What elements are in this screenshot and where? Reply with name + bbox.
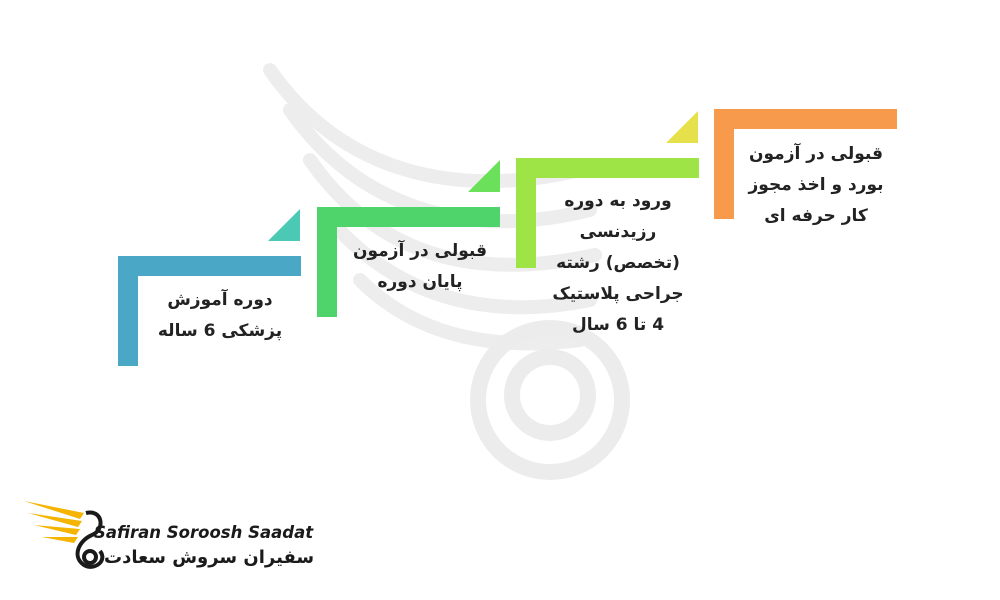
step-1-accent-triangle (268, 209, 300, 241)
step-3-top-bar (516, 158, 699, 178)
step-1-top-bar (118, 256, 301, 276)
step-3-label: ورود به دوره رزیدنسی (تخصص) رشته جراحی پ… (552, 191, 684, 335)
step-2-accent-triangle (468, 160, 500, 192)
step-4-top-bar (714, 109, 897, 129)
step-2-label: قبولی در آزمون پایان دوره (353, 241, 487, 292)
step-1-label: دوره آموزش پزشکی 6 ساله (157, 290, 283, 341)
step-4-side-bar (714, 109, 734, 219)
step-3-side-bar (516, 158, 536, 268)
step-1-side-bar (118, 256, 138, 366)
step-4-label: قبولی در آزمون بورد و اخذ مجوز کار حرفه … (748, 144, 884, 226)
step-3-accent-triangle (666, 111, 698, 143)
step-2-side-bar (317, 207, 337, 317)
company-logo: Safiran Soroosh Saadat سفیران سروش سعادت (22, 495, 314, 575)
wing-logo-icon (24, 501, 105, 569)
logo-text-persian: سفیران سروش سعادت (104, 547, 315, 568)
logo-text-english: Safiran Soroosh Saadat (94, 523, 314, 542)
step-2-top-bar (317, 207, 500, 227)
